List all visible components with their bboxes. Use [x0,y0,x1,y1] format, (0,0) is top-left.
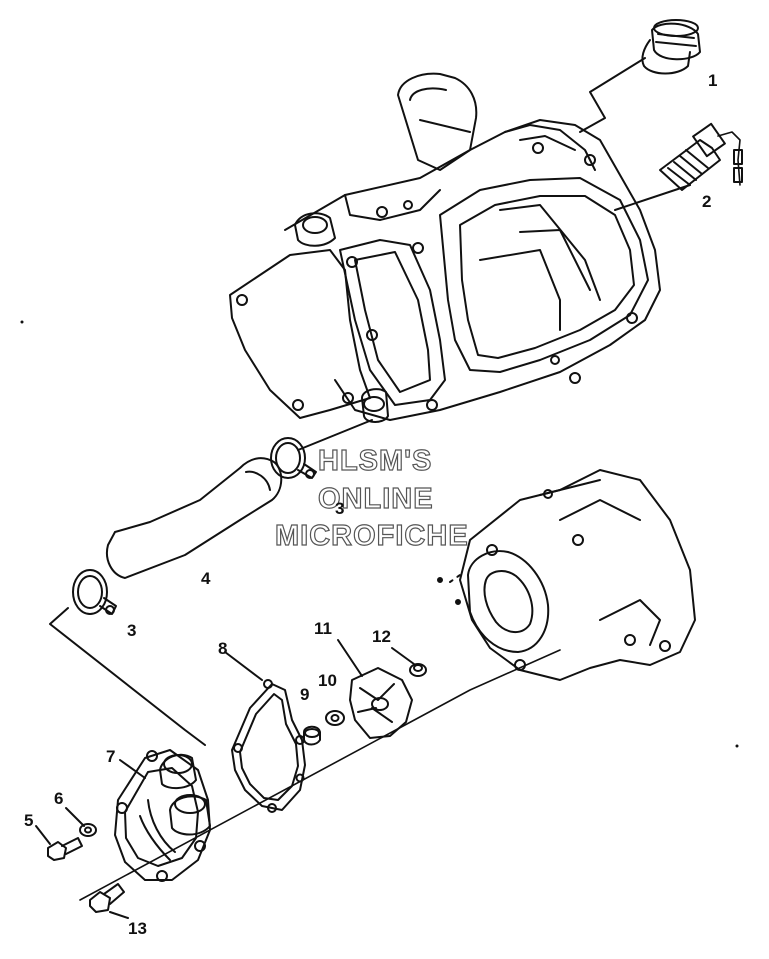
leader-7 [119,759,146,779]
callout-9: 9 [300,685,310,704]
part-11-impeller [349,667,413,739]
part-5-bolt [47,837,83,861]
part-2-temperature-sender [659,122,743,191]
callout-7: 7 [106,747,116,766]
callout-13: 13 [128,919,147,938]
callout-4: 4 [201,569,211,588]
part-7-water-pump-cover [114,749,211,882]
callout-1: 1 [708,71,718,90]
part-6-washer [79,823,97,837]
leader-5 [35,825,51,845]
leader-12 [391,647,415,665]
part-3-hose-clamp-lower [72,569,117,615]
part-13-bolt [89,883,125,913]
callout-3-lower: 3 [127,621,137,640]
watermark-line-3: MICROFICHE [274,520,469,552]
callout-8: 8 [218,639,228,658]
guide-line-clamp-to-cover [49,607,206,746]
leader-3-upper [297,419,373,451]
cylinder-head-assembly [229,72,661,423]
watermark-line-1: HLSM'S [317,445,433,477]
part-10-washer [325,710,345,726]
part-1-temperature-sensor-cap [641,19,701,75]
leader-8 [224,651,263,681]
leader-1 [579,57,646,133]
part-9-seal [303,725,321,746]
leader-6 [65,807,85,827]
part-4-coolant-hose [106,457,283,579]
part-12-nut [409,663,427,677]
part-3-hose-clamp-upper [270,437,317,479]
leader-2 [614,184,691,211]
callout-3-upper: 3 [335,499,345,518]
leader-13 [109,911,129,919]
callout-5: 5 [24,811,34,830]
callout-6: 6 [54,789,64,808]
callout-12: 12 [372,627,391,646]
crankcase-section [437,469,696,681]
callout-10: 10 [318,671,337,690]
callout-2: 2 [702,192,712,211]
part-8-gasket [231,679,306,813]
callout-11: 11 [314,619,332,638]
watermark-line-2: ONLINE [317,483,434,515]
leader-11 [337,639,363,677]
